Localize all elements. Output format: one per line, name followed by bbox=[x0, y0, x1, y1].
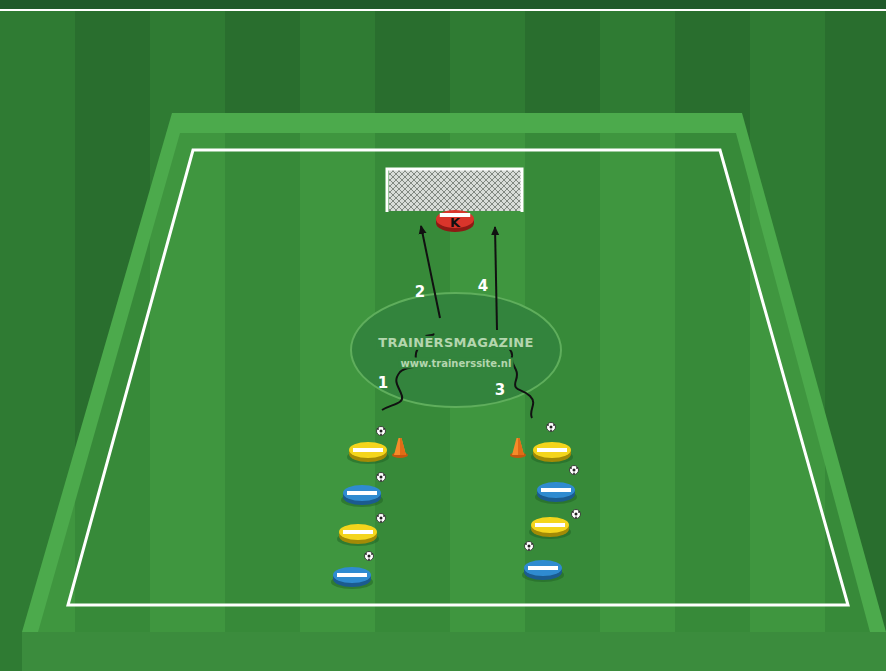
ball bbox=[570, 466, 579, 475]
player-yellow bbox=[337, 524, 379, 546]
disc-top bbox=[436, 210, 474, 228]
field-boundary bbox=[68, 150, 848, 605]
ball bbox=[572, 510, 581, 519]
goal-frame bbox=[387, 169, 522, 212]
player-blue bbox=[331, 567, 373, 589]
shot-arrow bbox=[421, 226, 440, 318]
ball bbox=[377, 473, 386, 482]
ball bbox=[525, 542, 534, 551]
callout-number: 3 bbox=[495, 382, 505, 399]
goalkeeper-disc: K bbox=[435, 209, 475, 235]
ball bbox=[365, 552, 374, 561]
header-line bbox=[0, 9, 886, 11]
watermark-url: www.trainerssite.nl bbox=[399, 358, 514, 369]
ball bbox=[377, 514, 386, 523]
ball bbox=[547, 423, 556, 432]
callout-number: 4 bbox=[478, 278, 488, 295]
player-blue bbox=[535, 482, 577, 504]
ball bbox=[377, 427, 386, 436]
pitch-bevel bbox=[22, 113, 886, 632]
logo-circle bbox=[351, 293, 561, 407]
dribble-arrow bbox=[501, 342, 533, 418]
shot-arrow bbox=[495, 227, 497, 330]
cone bbox=[392, 438, 408, 458]
callout-number: 1 bbox=[378, 375, 388, 392]
goal-net bbox=[389, 170, 521, 211]
callout-number: 2 bbox=[415, 284, 425, 301]
player-yellow bbox=[531, 442, 573, 464]
pitch-surface bbox=[38, 133, 870, 632]
player-blue bbox=[341, 485, 383, 507]
player-yellow bbox=[529, 517, 571, 539]
pitch-front bbox=[22, 632, 886, 671]
player-blue bbox=[522, 560, 564, 582]
player-yellow bbox=[347, 442, 389, 464]
header-bar bbox=[0, 0, 886, 9]
watermark-title: TRAINERSMAGAZINE bbox=[376, 336, 535, 350]
player-letter: K bbox=[450, 216, 460, 229]
cone bbox=[510, 438, 526, 458]
